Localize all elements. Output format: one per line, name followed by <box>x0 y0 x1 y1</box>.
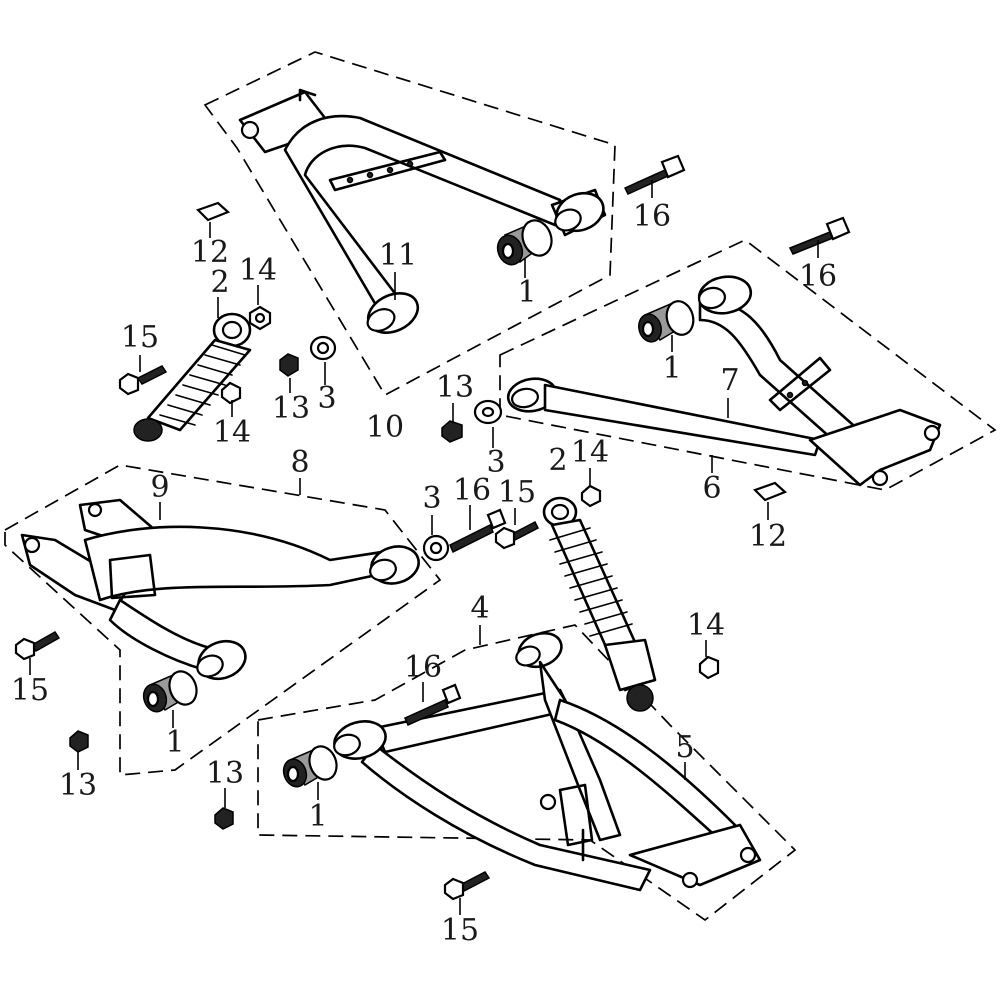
bolt-15-bottom <box>443 871 491 901</box>
callout-labels: 16 16 11 1 12 2 14 15 13 3 14 10 1 7 13 … <box>11 199 837 948</box>
callout-16: 16 <box>404 650 442 685</box>
callout-3: 3 <box>486 445 505 480</box>
bolt-15-center <box>494 520 540 550</box>
shock-absorber-right <box>542 496 657 712</box>
callout-9: 9 <box>150 470 169 505</box>
washer-3-lower <box>422 534 450 562</box>
callout-16: 16 <box>633 199 671 234</box>
lower-a-arm-5 <box>333 631 762 892</box>
nut-14-mid-left <box>220 381 242 405</box>
callout-8: 8 <box>290 445 309 480</box>
callout-3: 3 <box>317 381 336 416</box>
callout-1: 1 <box>517 275 536 310</box>
callout-10: 10 <box>366 410 404 445</box>
callout-12: 12 <box>191 235 229 270</box>
callout-3: 3 <box>422 481 441 516</box>
a-arm-7 <box>506 275 942 487</box>
lower-a-arm-9 <box>20 498 420 681</box>
group-6-outline <box>499 239 997 491</box>
callout-1: 1 <box>662 351 681 386</box>
nut-14-right <box>580 484 602 508</box>
nut-14-top-left <box>248 305 272 331</box>
callout-1: 1 <box>165 725 184 760</box>
bolt-16-center <box>449 508 507 554</box>
callout-11: 11 <box>379 238 417 273</box>
callout-7: 7 <box>720 363 739 398</box>
nut-13-bottom <box>214 807 234 830</box>
callout-14: 14 <box>571 435 609 470</box>
callout-15: 15 <box>498 475 536 510</box>
callout-14: 14 <box>213 415 251 450</box>
callout-1: 1 <box>308 799 327 834</box>
bushing-1-left <box>142 670 198 713</box>
bushing-1-top <box>496 219 553 266</box>
nut-13-left <box>279 353 299 377</box>
bushing-1-right <box>638 300 695 343</box>
nut-14-bottom <box>698 655 720 680</box>
shock-absorber-left <box>133 312 252 442</box>
callout-15: 15 <box>11 673 49 708</box>
callout-14: 14 <box>687 608 725 643</box>
washer-3-center <box>473 399 503 425</box>
callout-6: 6 <box>702 471 721 506</box>
group-10-outline <box>203 51 616 397</box>
leader-lines <box>29 180 819 915</box>
washer-3-left <box>309 335 337 361</box>
clip-12-right <box>752 481 788 502</box>
callout-14: 14 <box>239 253 277 288</box>
callout-13: 13 <box>206 756 244 791</box>
callout-5: 5 <box>675 730 694 765</box>
bolt-16-top <box>623 154 686 195</box>
clip-12-top <box>195 201 231 222</box>
upper-a-arm-11 <box>238 88 607 334</box>
callout-13: 13 <box>436 370 474 405</box>
bolt-16-bottom <box>404 683 462 726</box>
callout-2: 2 <box>548 443 567 478</box>
callout-4: 4 <box>470 591 489 626</box>
callout-15: 15 <box>441 913 479 948</box>
bushing-1-bottom <box>282 745 338 788</box>
callout-16: 16 <box>799 259 837 294</box>
group-8-outline <box>4 464 442 776</box>
callout-12: 12 <box>749 519 787 554</box>
callout-13: 13 <box>272 391 310 426</box>
callout-15: 15 <box>121 320 159 355</box>
group-4-outline <box>257 624 797 922</box>
callout-13: 13 <box>59 768 97 803</box>
nut-13-far-left <box>69 730 89 753</box>
bolt-16-right <box>788 216 851 255</box>
bolt-15-left <box>118 365 168 396</box>
callout-16: 16 <box>453 473 491 508</box>
bolt-15-far-left <box>14 631 61 661</box>
callout-2: 2 <box>210 265 229 300</box>
nut-13-center <box>441 420 463 443</box>
